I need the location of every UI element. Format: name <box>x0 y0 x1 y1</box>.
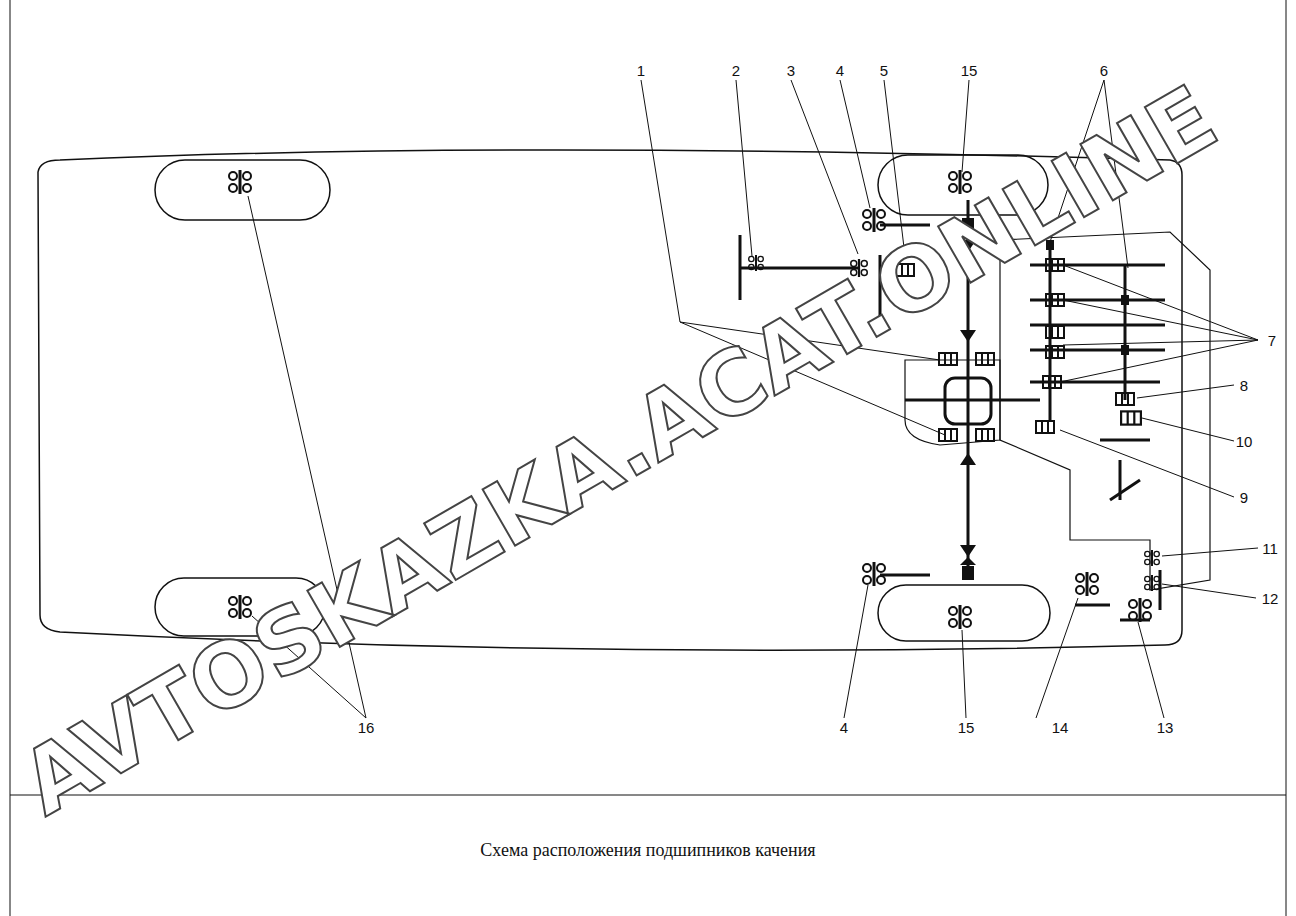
callout-number: 9 <box>1238 489 1250 506</box>
callout-number: 7 <box>1266 332 1278 349</box>
callout-number: 16 <box>356 719 377 736</box>
callout-number: 14 <box>1050 719 1071 736</box>
callout-number: 2 <box>730 62 742 79</box>
callout-number: 12 <box>1260 590 1281 607</box>
callout-number: 15 <box>959 62 980 79</box>
callout-number: 1 <box>635 62 647 79</box>
callout-number: 15 <box>956 719 977 736</box>
callout-number: 8 <box>1238 377 1250 394</box>
callout-number: 3 <box>785 62 797 79</box>
callout-number: 10 <box>1234 433 1255 450</box>
callout-number: 6 <box>1098 62 1110 79</box>
callout-number: 5 <box>878 62 890 79</box>
callout-number: 4 <box>838 719 850 736</box>
caption: Схема расположения подшипников качения <box>480 840 815 861</box>
watermark: AVTOSKAZKA.ACAT.ONLINE <box>8 72 1230 829</box>
callout-number: 4 <box>834 62 846 79</box>
callout-number: 13 <box>1155 719 1176 736</box>
callout-number: 11 <box>1260 540 1280 557</box>
